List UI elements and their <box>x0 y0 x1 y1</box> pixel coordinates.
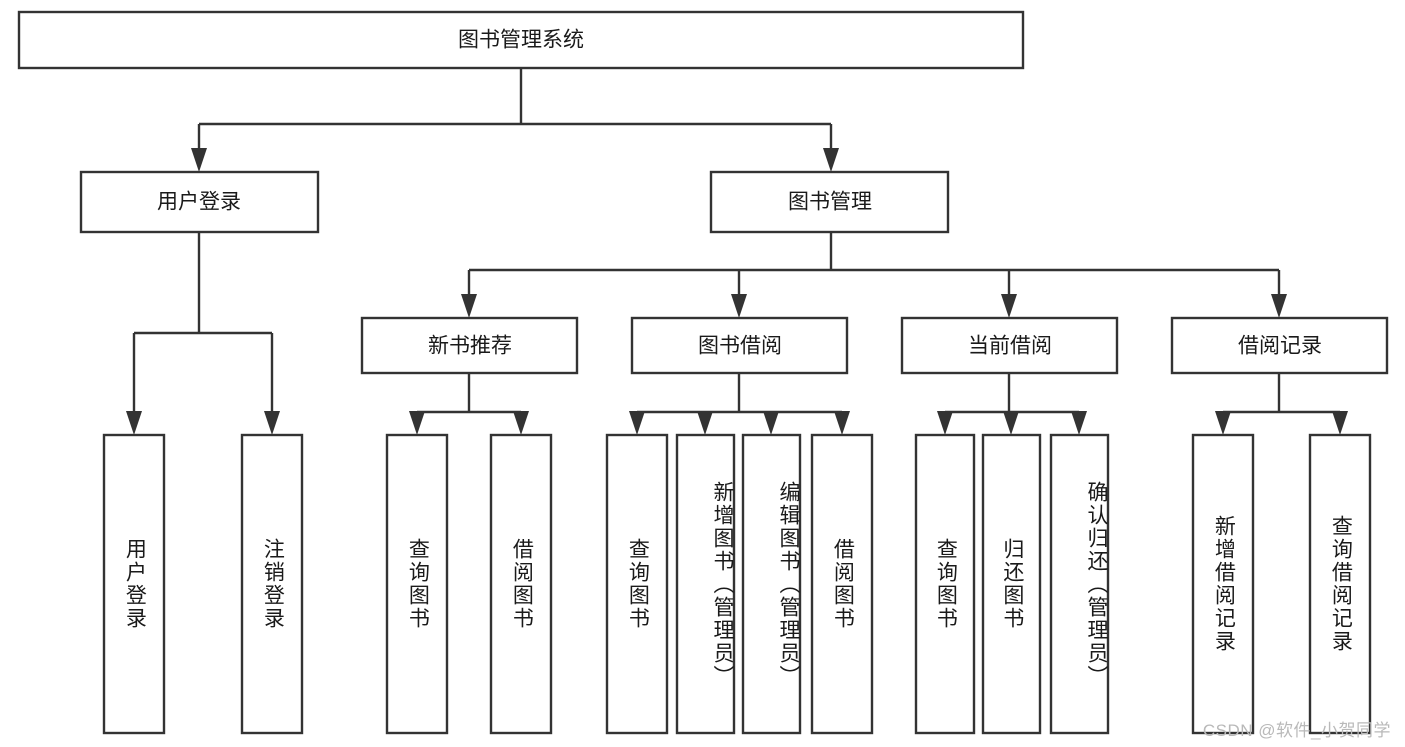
node-book-borrow-label: 图书借阅 <box>698 335 782 358</box>
node-borrow-record[interactable]: 借阅记录 <box>1170 316 1389 375</box>
leaf-box-currentborrow-3[interactable] <box>1049 433 1110 735</box>
leaf-box-borrowrecord-2[interactable] <box>1308 433 1372 735</box>
leaf-boxes-new-book-recommend <box>385 433 553 735</box>
node-current-borrow-label: 当前借阅 <box>968 335 1052 358</box>
connector-newbook-to-leaves <box>409 373 529 435</box>
leaf-boxes-current-borrow <box>914 433 1110 735</box>
node-book-management-label: 图书管理 <box>788 191 872 214</box>
connector-borrowrecord-to-leaves <box>1215 373 1348 435</box>
node-new-book-recommend-label: 新书推荐 <box>428 335 512 358</box>
node-user-login[interactable]: 用户登录 <box>79 170 320 234</box>
node-root-system-label: 图书管理系统 <box>458 29 584 52</box>
leaf-boxes-user-login <box>102 433 304 735</box>
node-root-system[interactable]: 图书管理系统 <box>17 10 1025 70</box>
connector-currentborrow-to-leaves <box>937 373 1087 435</box>
connector-bookmgmt-to-level3 <box>461 232 1287 318</box>
node-user-login-label: 用户登录 <box>157 191 241 214</box>
leaf-boxes-book-borrow <box>605 433 874 735</box>
leaf-box-bookborrow-2[interactable] <box>675 433 736 735</box>
leaf-box-bookborrow-3[interactable] <box>741 433 802 735</box>
node-book-borrow[interactable]: 图书借阅 <box>630 316 849 375</box>
leaf-boxes-borrow-record <box>1191 433 1372 735</box>
leaf-box-borrowrecord-1[interactable] <box>1191 433 1255 735</box>
node-book-management[interactable]: 图书管理 <box>709 170 950 234</box>
csdn-watermark: CSDN @软件_小贺同学 <box>1202 721 1391 740</box>
node-current-borrow[interactable]: 当前借阅 <box>900 316 1119 375</box>
leaf-box-newbook-2[interactable] <box>489 433 553 735</box>
connector-bookborrow-to-leaves <box>629 373 850 435</box>
leaf-box-newbook-1[interactable] <box>385 433 449 735</box>
leaf-box-currentborrow-1[interactable] <box>914 433 976 735</box>
node-new-book-recommend[interactable]: 新书推荐 <box>360 316 579 375</box>
leaf-box-bookborrow-4[interactable] <box>810 433 874 735</box>
leaf-box-user-login-2[interactable] <box>240 433 304 735</box>
leaf-box-bookborrow-1[interactable] <box>605 433 669 735</box>
node-borrow-record-label: 借阅记录 <box>1238 335 1322 358</box>
leaf-box-user-login-1[interactable] <box>102 433 166 735</box>
connector-userlogin-to-leaves <box>126 232 280 435</box>
leaf-box-currentborrow-2[interactable] <box>981 433 1042 735</box>
connector-root-to-level2 <box>191 68 839 172</box>
